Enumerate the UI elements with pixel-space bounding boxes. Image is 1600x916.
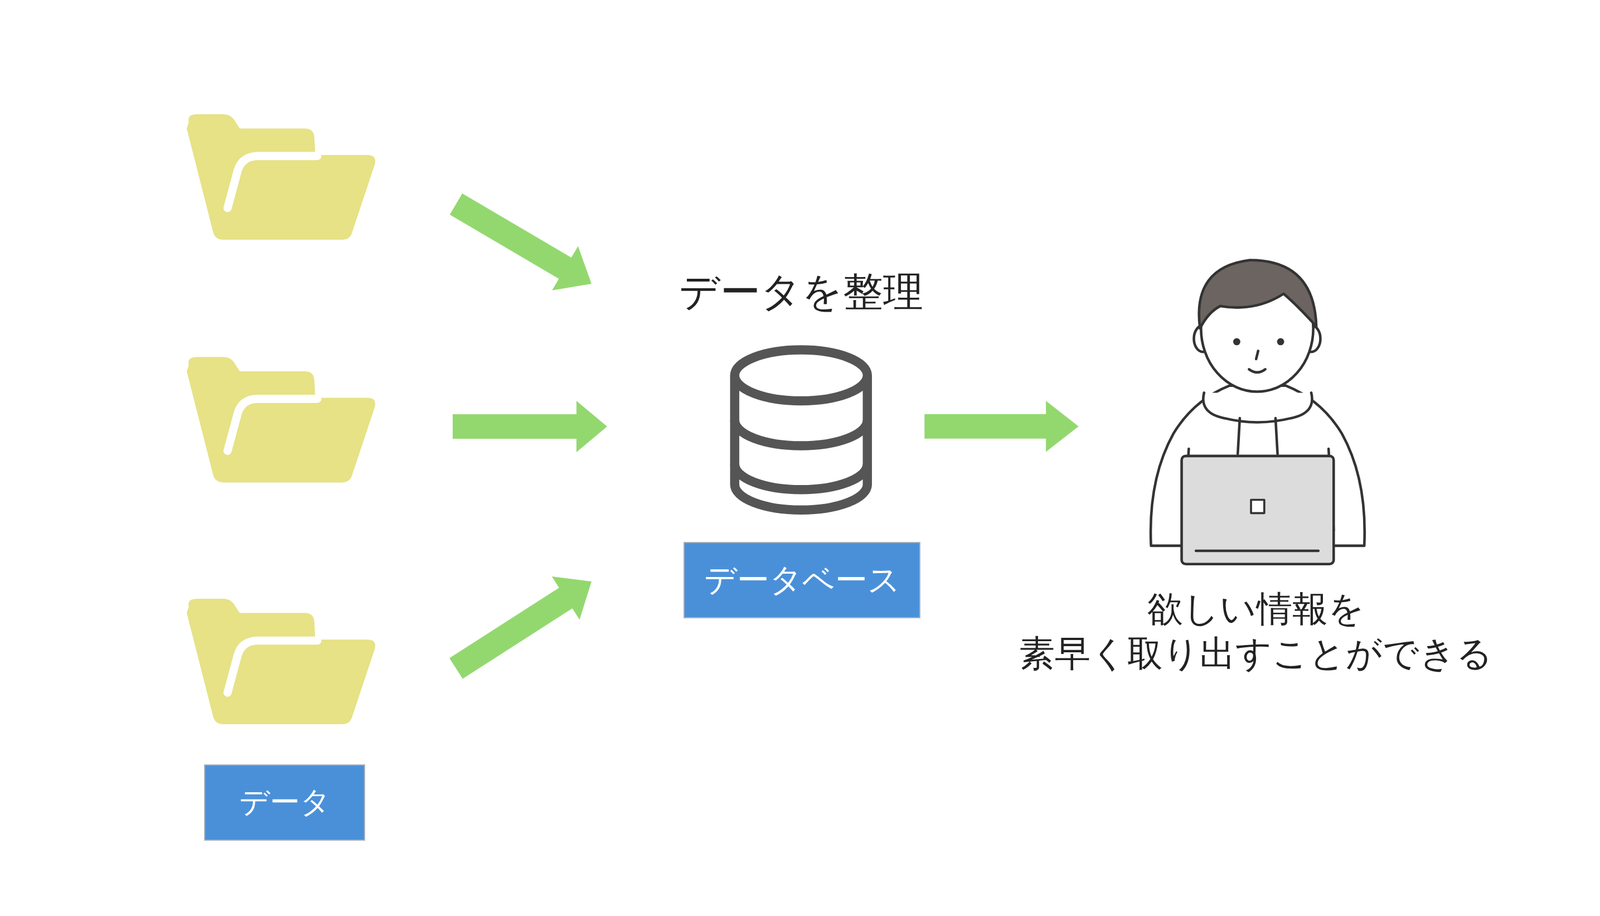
folder-icon <box>186 598 376 725</box>
process-caption: データを整理 <box>578 266 1025 317</box>
data-group: データ <box>186 114 377 841</box>
flow-arrow <box>449 576 592 680</box>
database-icon <box>734 350 868 511</box>
label-box: データ <box>204 764 366 841</box>
box-label: データベース <box>704 560 901 600</box>
folder-icon <box>186 114 376 240</box>
flow-arrow <box>452 400 608 453</box>
flow-arrow <box>924 400 1079 452</box>
label-box: データベース <box>683 541 921 619</box>
result-caption: 欲しい情報を 素早く取り出すことができる <box>1005 586 1507 676</box>
person-illustration <box>1150 260 1365 565</box>
box-label: データ <box>239 784 331 821</box>
flow-arrow <box>449 193 592 291</box>
database-group: データベース <box>683 345 921 619</box>
folder-icon <box>186 356 376 483</box>
